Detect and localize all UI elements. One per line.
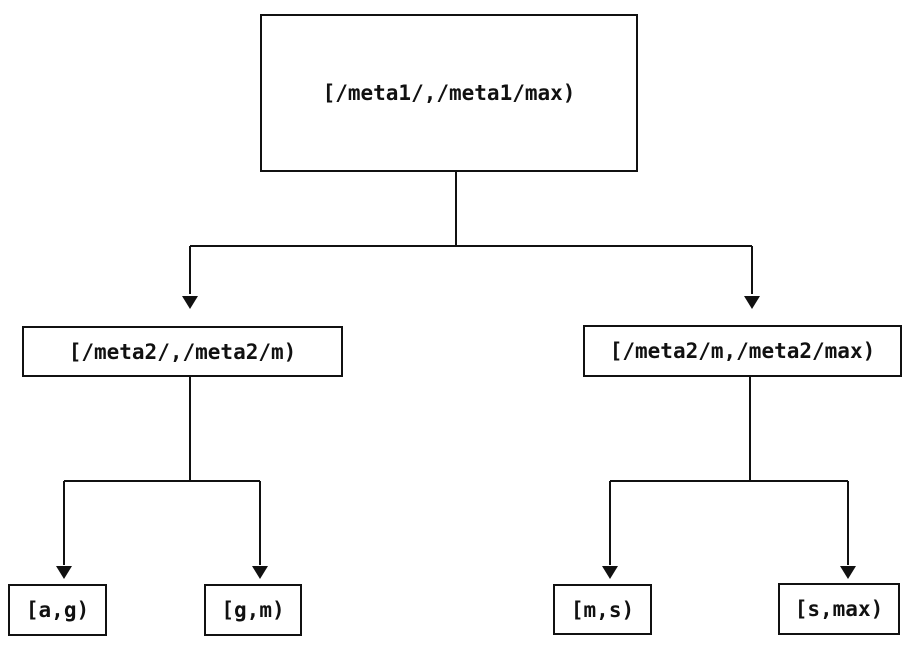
node-right-child-label: [/meta2/m,/meta2/max) (609, 339, 876, 363)
edge-left-child-to-leaves (63, 377, 261, 565)
edge-lines (63, 172, 849, 565)
node-left-child-label: [/meta2/,/meta2/m) (68, 339, 297, 364)
node-leaf-ms-label: [m,s) (570, 597, 635, 622)
arrowhead-icon (840, 566, 856, 579)
arrowhead-icon (252, 566, 268, 579)
node-root: [/meta1/,/meta1/max) (260, 14, 638, 172)
node-right-child: [/meta2/m,/meta2/max) (583, 325, 902, 377)
arrowhead-icon (744, 296, 760, 309)
edge-right-child-to-leaves (609, 377, 849, 565)
arrowheads (56, 296, 856, 579)
node-leaf-smax: [s,max) (778, 583, 900, 635)
node-leaf-ag-label: [a,g) (25, 598, 90, 622)
edge-root-to-children (189, 172, 753, 294)
node-leaf-smax-label: [s,max) (794, 597, 884, 621)
arrowhead-icon (56, 566, 72, 579)
node-left-child: [/meta2/,/meta2/m) (22, 326, 343, 377)
node-leaf-ms: [m,s) (553, 584, 652, 635)
node-leaf-ag: [a,g) (8, 584, 107, 636)
node-leaf-gm: [g,m) (204, 584, 302, 636)
arrowhead-icon (602, 566, 618, 579)
node-leaf-gm-label: [g,m) (221, 598, 285, 622)
node-root-label: [/meta1/,/meta1/max) (322, 81, 576, 105)
arrowhead-icon (182, 296, 198, 309)
